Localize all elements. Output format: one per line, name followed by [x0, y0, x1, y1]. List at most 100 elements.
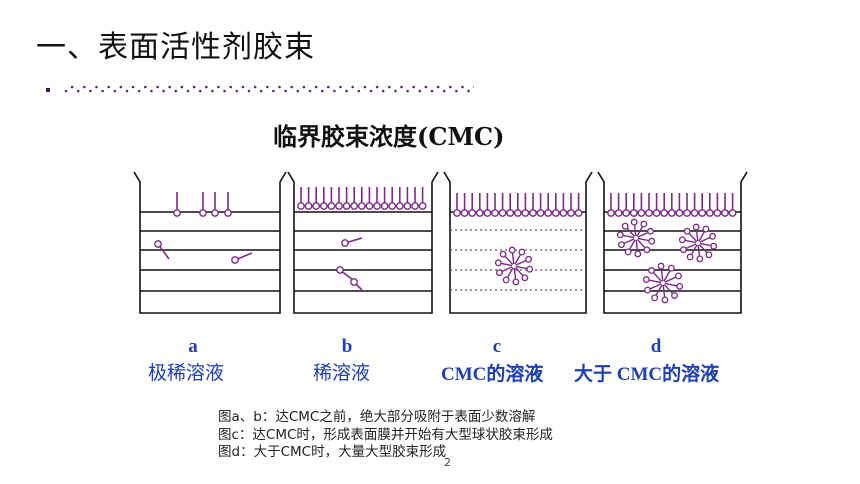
surfactant-head	[637, 209, 646, 217]
micelle-tail	[699, 242, 711, 247]
micelle-tail	[695, 230, 699, 242]
micelle-tail	[655, 284, 663, 296]
divider-dot	[70, 85, 74, 89]
surfactant-head	[395, 202, 404, 210]
divider-dot	[131, 85, 135, 89]
divider-dot	[101, 89, 104, 93]
panel-d-letter: d	[650, 336, 662, 357]
surfactant-head	[667, 209, 676, 217]
micelle-head	[634, 250, 642, 258]
micelle-head	[508, 246, 516, 254]
divider-dot	[137, 89, 141, 93]
micelle	[678, 223, 718, 263]
divider-dot	[150, 89, 153, 93]
divider-dot	[168, 85, 171, 89]
micelle-tail	[633, 225, 637, 237]
micelle-head	[525, 255, 533, 263]
micelle-head	[696, 255, 704, 263]
micelle-tail	[504, 255, 514, 265]
divider-dot	[467, 89, 470, 93]
micelle-head	[678, 236, 686, 244]
micelle-head	[710, 242, 718, 250]
micelle-head	[683, 227, 691, 235]
divider-dot	[278, 85, 281, 89]
micelle-head	[617, 241, 625, 249]
micelle-tail	[513, 267, 517, 279]
micelle-head	[642, 276, 650, 284]
micelle-tail	[637, 237, 649, 242]
surfactant-head	[475, 209, 484, 217]
divider-dot	[461, 85, 464, 89]
micelle-head	[621, 222, 629, 230]
beaker-b	[287, 171, 439, 314]
micelle-tail	[697, 244, 701, 256]
micelle-tail	[698, 231, 706, 242]
divider-dot	[308, 89, 312, 93]
surfactant-head	[411, 202, 419, 210]
divider-dot	[381, 89, 385, 93]
divider-dot	[296, 89, 300, 93]
micelle-head	[643, 246, 651, 254]
micelle-head	[676, 282, 684, 290]
micelle-head	[630, 218, 638, 226]
micelle-tail	[501, 266, 513, 273]
beaker-c	[443, 171, 593, 314]
surfactant-head	[690, 209, 699, 217]
surfactant-head	[365, 202, 374, 210]
micelle-tail	[685, 239, 697, 244]
divider-dot	[241, 85, 245, 89]
micelle-tail	[636, 239, 646, 249]
divider-dot	[266, 85, 269, 89]
surfactant-head	[357, 202, 366, 210]
surfactant-head	[683, 209, 691, 217]
micelle-tail	[662, 284, 666, 297]
micelle-head	[647, 227, 655, 235]
beaker-outline	[287, 171, 439, 314]
micelle-tail	[511, 253, 515, 265]
micelle-head	[679, 246, 687, 254]
panel-c-label: CMC的溶液	[441, 364, 544, 385]
micelle-tail	[699, 236, 711, 243]
divider-dot	[375, 85, 379, 89]
micelle-head	[686, 253, 694, 261]
surfactant-head	[559, 209, 568, 217]
divider-dot	[394, 89, 397, 93]
divider-dot	[302, 85, 306, 89]
surfactant-head	[483, 209, 492, 217]
micelle-tail	[653, 272, 663, 282]
surfactant-head	[652, 209, 661, 217]
micelle-tail	[628, 239, 636, 250]
micelle-tail	[515, 259, 527, 266]
divider-dot	[424, 85, 428, 89]
divider-dot	[430, 89, 434, 93]
micelle-head	[709, 232, 717, 240]
divider-dot	[406, 89, 409, 93]
divider-dot	[327, 85, 330, 89]
divider-dot	[162, 89, 165, 93]
divider-dot	[253, 85, 257, 89]
surfactant-head	[521, 209, 530, 217]
divider-dot	[314, 85, 318, 89]
micelle-head	[518, 248, 526, 256]
divider-dot	[107, 85, 110, 89]
surfactant-head	[544, 209, 553, 217]
surfactant-head	[342, 202, 351, 210]
beaker-outline	[133, 171, 287, 314]
divider-dot	[229, 85, 232, 89]
micelle-head	[657, 262, 665, 270]
surfactant-head	[660, 209, 669, 217]
caption-line-3: 图d：大于CMC时，大量大型胶束形成	[218, 444, 447, 460]
divider-dot	[223, 89, 226, 93]
divider-dot	[217, 85, 220, 89]
surfactant-head	[154, 240, 162, 248]
divider-dot	[320, 89, 324, 93]
surfactant-head	[468, 209, 477, 217]
surfactant-head	[403, 202, 412, 210]
divider-dot	[363, 85, 367, 89]
micelle-head	[616, 231, 624, 239]
beaker-outline	[597, 171, 748, 314]
surfactant-head	[721, 209, 729, 217]
divider-dot	[247, 89, 251, 93]
micelle-tail	[501, 262, 513, 267]
